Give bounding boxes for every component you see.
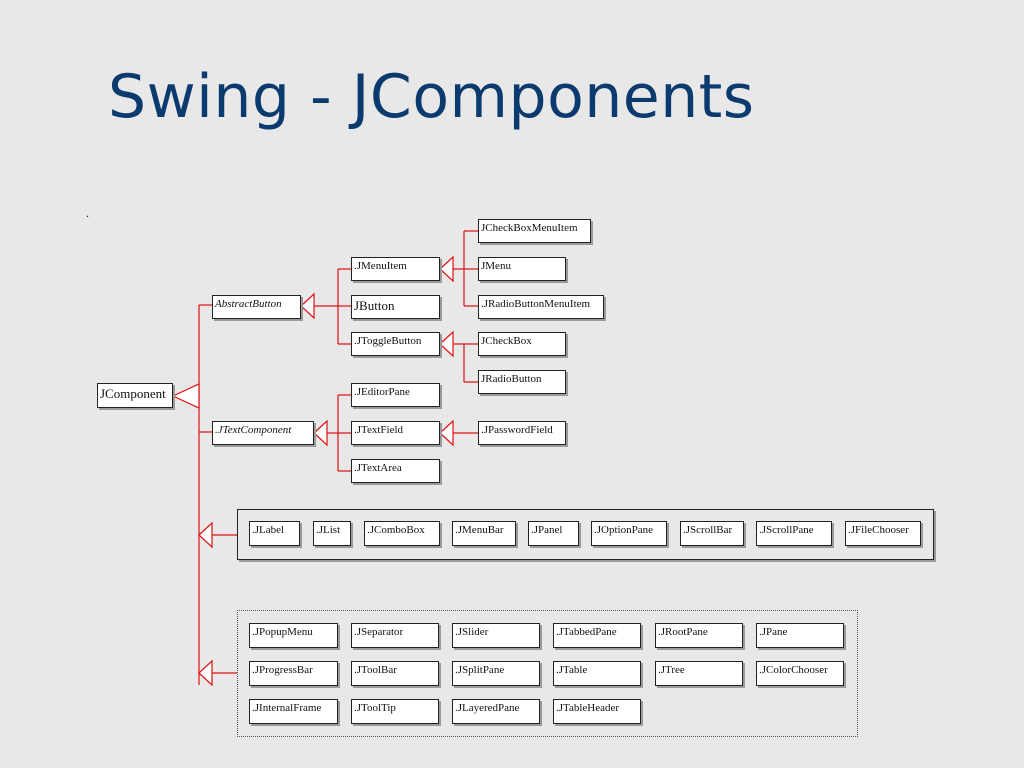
class-abstractbutton: AbstractButton <box>212 295 301 319</box>
class-jtabbedpane: .JTabbedPane <box>553 623 641 648</box>
class-jcheckboxmenuitem: JCheckBoxMenuItem <box>478 219 591 243</box>
class-jtable: .JTable <box>553 661 641 686</box>
class-jradiobuttonmenuitem: .JRadioButtonMenuItem <box>478 295 604 319</box>
arrowhead-jtextfield <box>439 419 454 447</box>
class-jpasswordfield: .JPasswordField <box>478 421 566 445</box>
class-jinternalframe: .JInternalFrame <box>249 699 338 724</box>
class-jcomponent: JComponent <box>97 383 173 408</box>
class-jmenu: JMenu <box>478 257 566 281</box>
arrowhead-group-one <box>198 521 213 549</box>
slide-title: Swing - JComponents <box>108 62 755 132</box>
class-jlist: .JList <box>313 521 351 546</box>
arrowhead-jtextcomponent <box>313 419 328 447</box>
class-joptionpane: .JOptionPane <box>591 521 667 546</box>
class-jlabel: .JLabel <box>249 521 300 546</box>
class-jtoolbar: .JToolBar <box>351 661 439 686</box>
class-jcombobox: .JComboBox <box>364 521 440 546</box>
class-jcheckbox: JCheckBox <box>478 332 566 356</box>
class-jmenuitem: .JMenuItem <box>351 257 440 281</box>
arrowhead-jtogglebutton <box>439 330 454 358</box>
class-jrootpane: .JRootPane <box>655 623 743 648</box>
class-jpanel: .JPanel <box>528 521 579 546</box>
class-jtextarea: .JTextArea <box>351 459 440 483</box>
class-jtableheader: .JTableHeader <box>553 699 641 724</box>
class-jslider: .JSlider <box>452 623 540 648</box>
class-jpopupmenu: .JPopupMenu <box>249 623 338 648</box>
class-jradiobutton: JRadioButton <box>478 370 566 394</box>
class-jpane: .JPane <box>756 623 844 648</box>
component-group-two <box>237 610 858 737</box>
class-jtextcomponent: .JTextComponent <box>212 421 314 445</box>
class-jtogglebutton: .JToggleButton <box>351 332 440 356</box>
arrowhead-jmenuitem <box>439 255 454 283</box>
class-jbutton: JButton <box>351 295 440 319</box>
class-jseparator: .JSeparator <box>351 623 439 648</box>
class-jtooltip: .JToolTip <box>351 699 439 724</box>
class-jscrollbar: .JScrollBar <box>680 521 744 546</box>
class-jprogressbar: .JProgressBar <box>249 661 338 686</box>
class-jlayeredpane: .JLayeredPane <box>452 699 540 724</box>
arrowhead-abstractbutton <box>300 292 315 320</box>
class-jsplitpane: .JSplitPane <box>452 661 540 686</box>
class-jtree: .JTree <box>655 661 743 686</box>
class-jtextfield: .JTextField <box>351 421 440 445</box>
class-jfilechooser: .JFileChooser <box>845 521 921 546</box>
class-jcolorchooser: .JColorChooser <box>756 661 844 686</box>
arrowhead-jcomponent <box>171 383 200 409</box>
stray-marker: . <box>86 206 89 220</box>
arrowhead-group-two <box>198 659 213 687</box>
class-jeditorpane: .JEditorPane <box>351 383 440 407</box>
class-jmenubar: .JMenuBar <box>452 521 516 546</box>
class-jscrollpane: .JScrollPane <box>756 521 832 546</box>
